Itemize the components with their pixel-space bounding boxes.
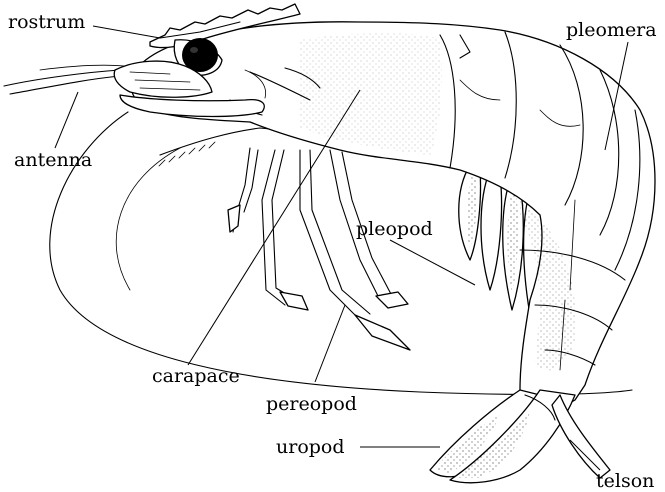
antennule-3 — [40, 65, 125, 70]
label-uropod: uropod — [276, 436, 345, 458]
label-carapace: carapace — [152, 365, 240, 387]
label-pleopod: pleopod — [356, 218, 433, 240]
leader-pereopod — [315, 305, 345, 382]
pereopods — [228, 148, 410, 350]
leader-pleopod — [390, 240, 475, 285]
leader-rostrum — [93, 26, 160, 38]
antennule-2 — [10, 76, 120, 94]
tail-fan — [430, 390, 610, 483]
maxilliped — [160, 128, 280, 155]
label-telson: telson — [596, 470, 654, 492]
label-pereopod: pereopod — [266, 393, 357, 415]
label-antenna: antenna — [14, 149, 92, 171]
leader-antenna — [55, 92, 78, 148]
label-rostrum: rostrum — [8, 11, 85, 33]
antenna-flagellum-inner — [116, 148, 180, 290]
label-pleomera: pleomera — [566, 19, 657, 41]
